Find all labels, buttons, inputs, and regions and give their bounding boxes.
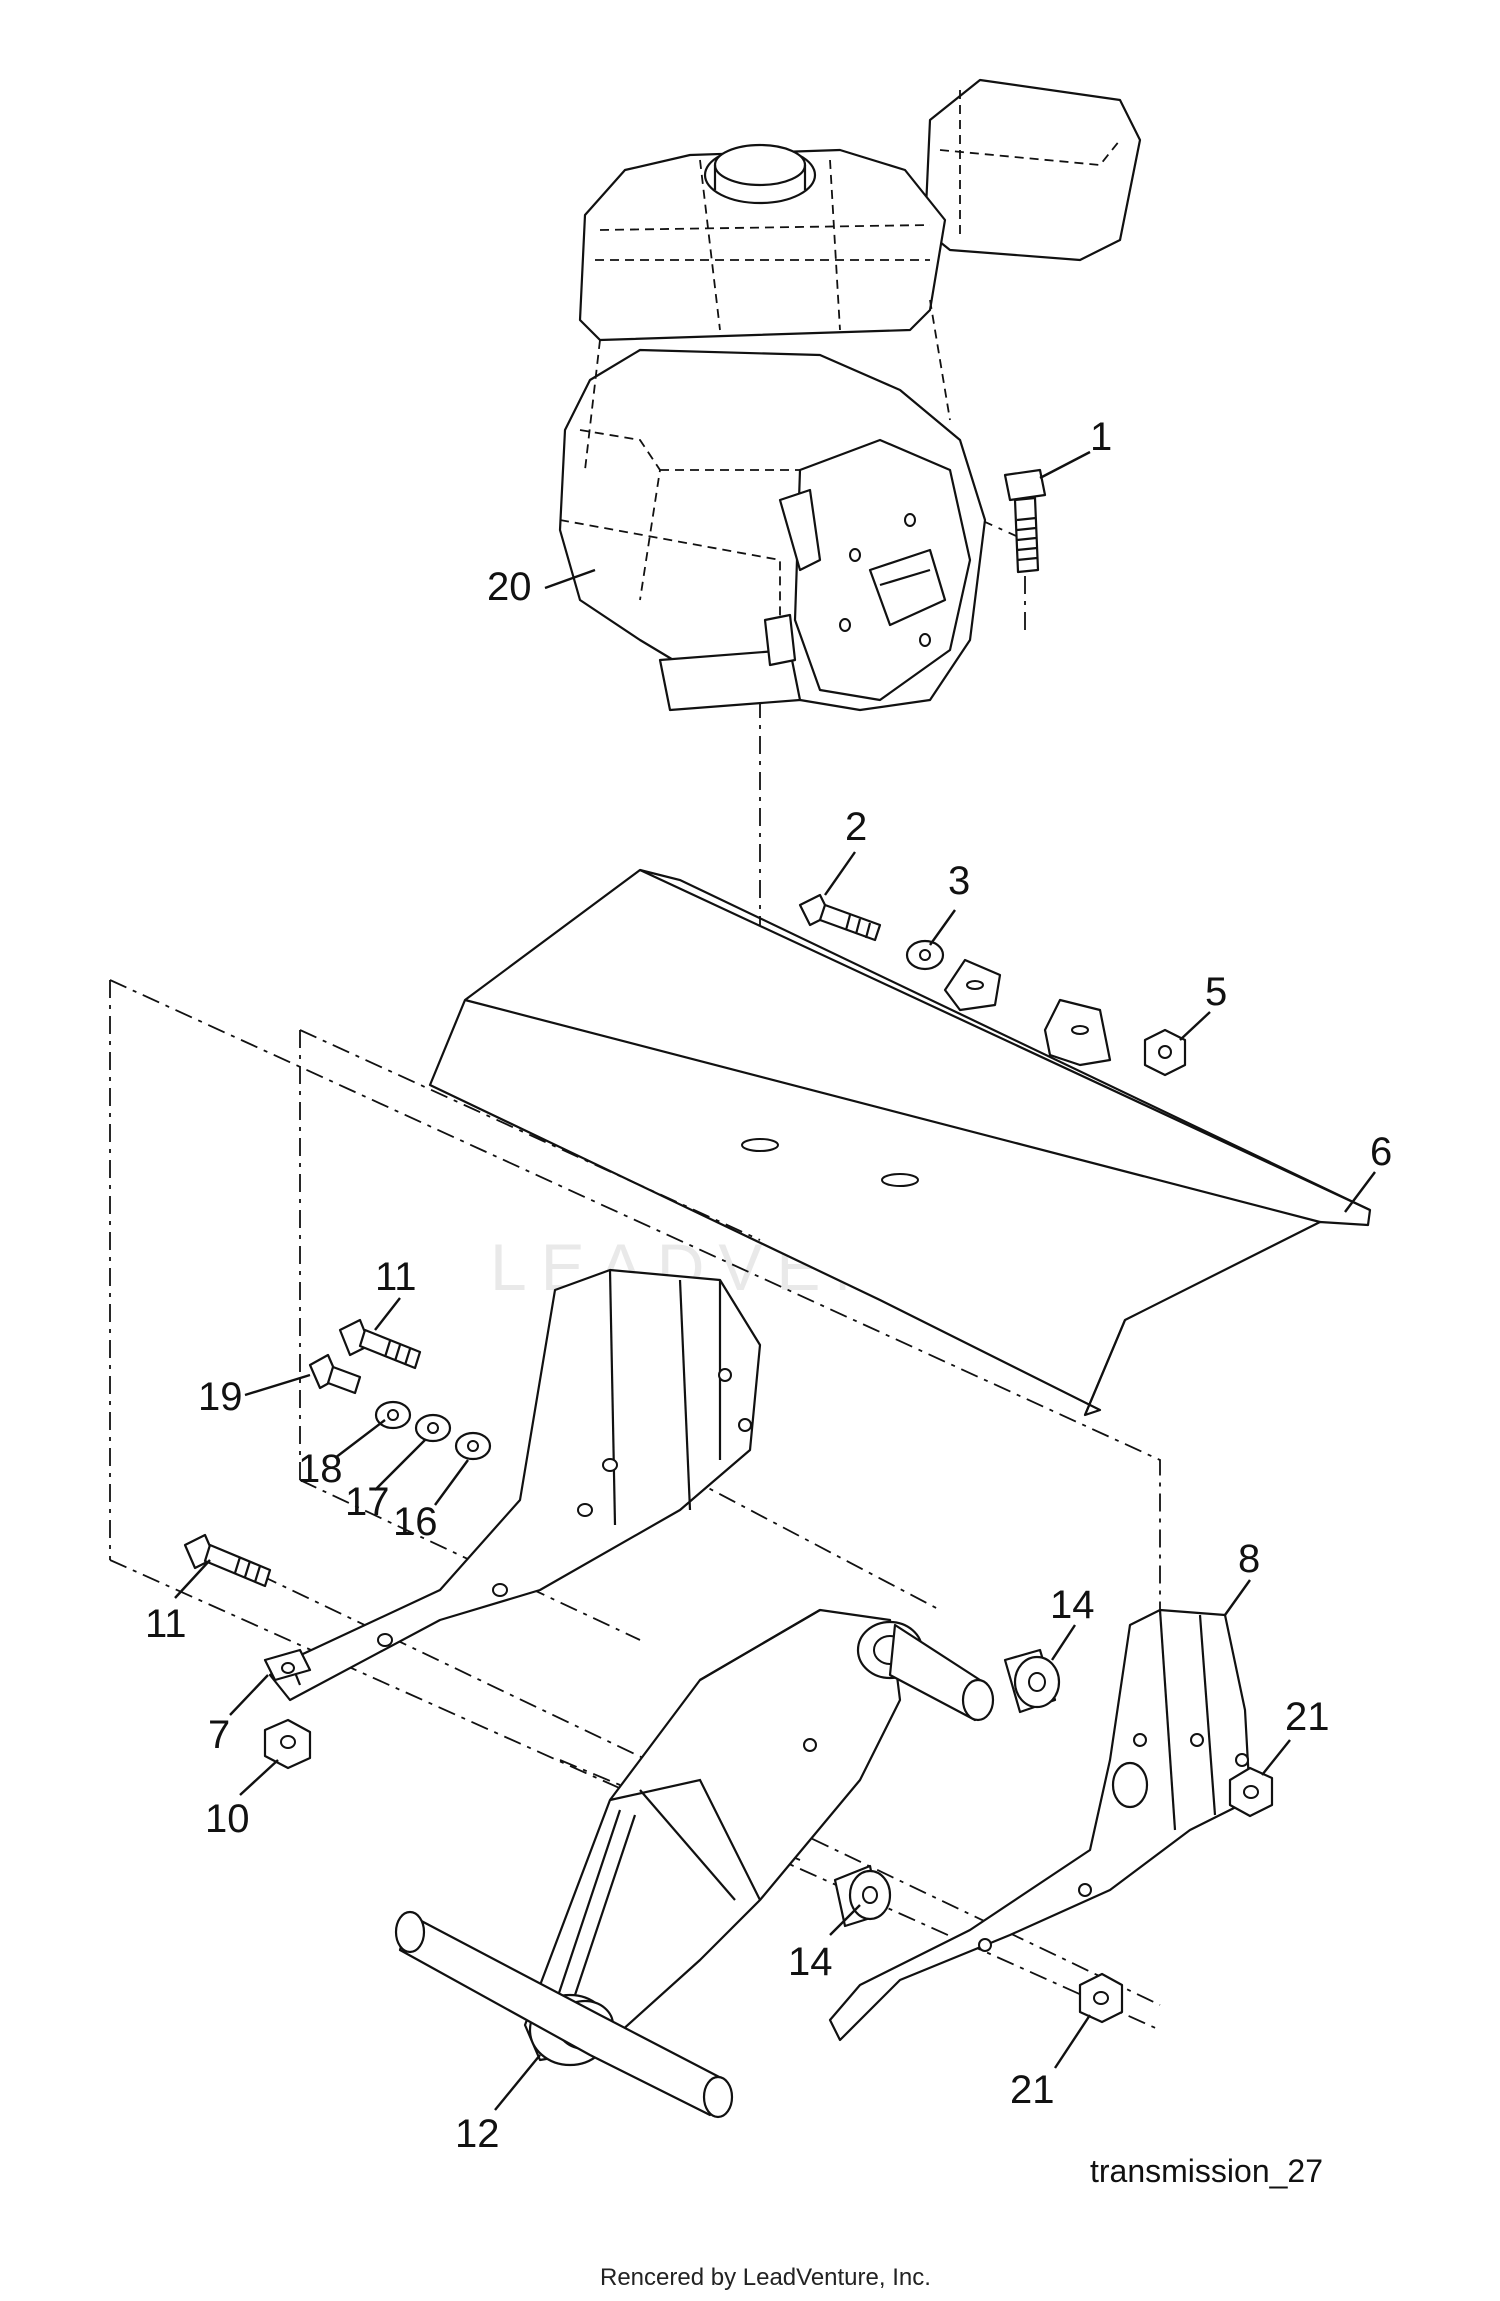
transmission-part-12 (394, 1608, 995, 2119)
nut-part-21-lower (1078, 1972, 1124, 2024)
callout-10: 10 (205, 1797, 250, 1841)
callout-6: 6 (1370, 1130, 1392, 1174)
callout-12: 12 (455, 2112, 500, 2156)
tine-shield-part-6 (428, 868, 1372, 1417)
callout-2: 2 (845, 805, 867, 849)
callout-1: 1 (1090, 415, 1112, 459)
nut-part-10 (263, 1718, 312, 1770)
callout-20: 20 (487, 565, 532, 609)
callout-16: 16 (393, 1500, 438, 1544)
right-bracket-part-8 (828, 1608, 1252, 2042)
callout-5: 5 (1205, 970, 1227, 1014)
callout-14-lower: 14 (788, 1940, 833, 1984)
callout-14-upper: 14 (1050, 1583, 1095, 1627)
callout-7: 7 (208, 1713, 230, 1757)
callout-11-upper: 11 (375, 1255, 417, 1299)
washer-part-17 (414, 1413, 452, 1443)
render-credit: Rencered by LeadVenture, Inc. (600, 2264, 931, 2291)
spacer-part-14-lower (833, 1864, 892, 1928)
nut-part-5 (1143, 1028, 1187, 1077)
nut-part-21-upper (1228, 1766, 1274, 1818)
washer-part-16 (454, 1431, 492, 1461)
washer-part-3 (905, 939, 945, 971)
spacer-part-14-upper (1003, 1648, 1061, 1714)
callout-3: 3 (948, 859, 970, 903)
bolt-part-11-upper (338, 1318, 422, 1370)
callout-leaders (174, 450, 1376, 2111)
callout-21-lower: 21 (1010, 2068, 1055, 2112)
left-bracket-part-7 (263, 1268, 762, 1702)
callout-21-upper: 21 (1285, 1695, 1330, 1739)
callout-19: 19 (198, 1375, 243, 1419)
bolt-part-1 (1003, 468, 1047, 574)
bolt-part-19 (308, 1353, 362, 1395)
bolt-part-11-lower (183, 1533, 272, 1588)
callout-17: 17 (345, 1480, 390, 1524)
bolt-part-2 (798, 893, 882, 942)
callout-11-lower: 11 (145, 1602, 187, 1646)
engine-part-20 (558, 78, 1142, 712)
figure-id: transmission_27 (1090, 2153, 1323, 2189)
callout-8: 8 (1238, 1537, 1260, 1581)
callout-labels: 1 20 2 3 5 6 11 19 18 17 16 11 7 10 14 8… (145, 415, 1392, 2156)
callout-18: 18 (298, 1447, 343, 1491)
